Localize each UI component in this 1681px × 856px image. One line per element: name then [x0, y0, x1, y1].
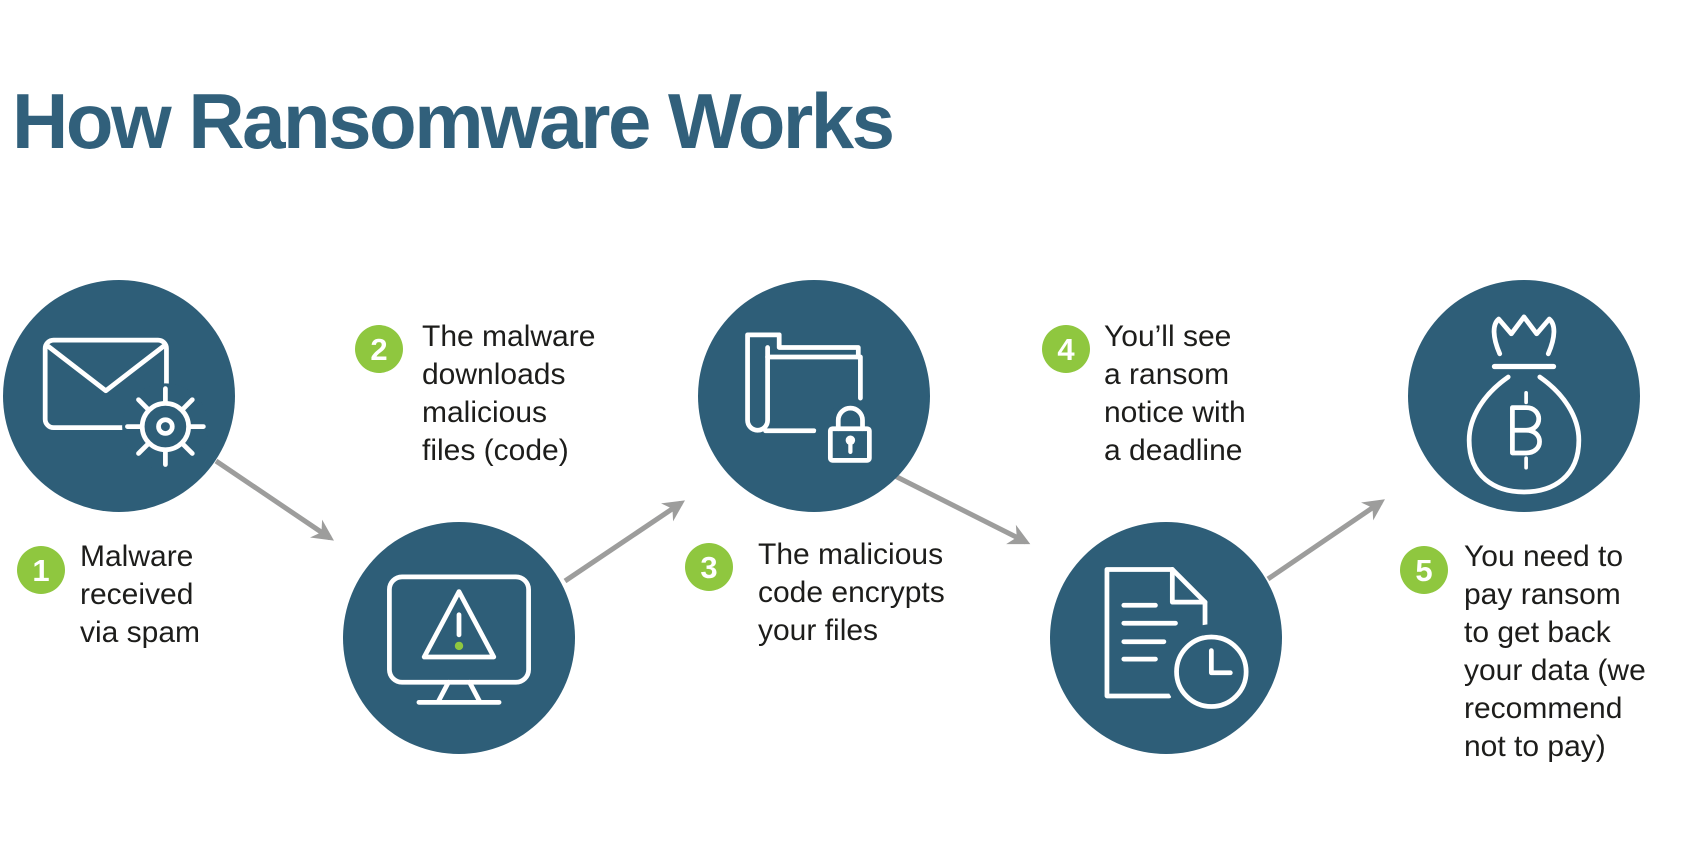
caption-line: your files: [758, 614, 879, 647]
step-number: 5: [1415, 552, 1433, 588]
step-4-circle: [1050, 522, 1282, 754]
step-1-caption: Malware received via spam: [80, 538, 200, 652]
step-number: 1: [32, 552, 50, 588]
caption-line: You’ll see: [1104, 320, 1232, 353]
money-bag-bitcoin-icon: [1408, 280, 1640, 512]
step-3-circle: [698, 280, 930, 512]
step-5-caption: You need to pay ransom to get back your …: [1464, 538, 1646, 766]
caption-line: a deadline: [1104, 434, 1243, 467]
monitor-warning-icon: [343, 522, 575, 754]
step-5-number-badge: 5: [1400, 546, 1448, 594]
step-number: 3: [700, 549, 718, 585]
step-1-number-badge: 1: [17, 546, 65, 594]
caption-line: notice with: [1104, 396, 1246, 429]
caption-line: malicious: [422, 396, 548, 429]
envelope-virus-icon: [3, 280, 235, 512]
step-1-circle: [3, 280, 235, 512]
flow-arrow-2: [563, 500, 685, 584]
step-5-circle: [1408, 280, 1640, 512]
caption-line: not to pay): [1464, 730, 1606, 763]
step-4-caption: You’ll see a ransom notice with a deadli…: [1104, 318, 1246, 470]
caption-line: downloads: [422, 358, 566, 391]
caption-line: pay ransom: [1464, 578, 1621, 611]
step-4-number-badge: 4: [1042, 325, 1090, 373]
page-title: How Ransomware Works: [12, 77, 895, 165]
caption-line: your data (we: [1464, 654, 1646, 687]
step-3-number-badge: 3: [685, 543, 733, 591]
caption-line: a ransom: [1104, 358, 1230, 391]
caption-line: code encrypts: [758, 576, 945, 609]
caption-line: to get back: [1464, 616, 1611, 649]
step-2-number-badge: 2: [355, 325, 403, 373]
step-number: 4: [1057, 331, 1075, 367]
step-2-caption: The malware downloads malicious files (c…: [422, 318, 595, 470]
flow-arrow-4: [1266, 499, 1385, 582]
caption-line: via spam: [80, 616, 201, 649]
document-clock-icon: [1050, 522, 1282, 754]
step-3-caption: The malicious code encrypts your files: [758, 536, 945, 650]
warning-dot: [454, 641, 464, 651]
folder-lock-icon: [698, 280, 930, 512]
caption-line: The malicious: [758, 538, 944, 571]
caption-line: You need to: [1464, 540, 1624, 573]
caption-line: files (code): [422, 434, 569, 467]
caption-line: The malware: [422, 320, 596, 353]
caption-line: Malware: [80, 540, 194, 573]
caption-line: received: [80, 578, 194, 611]
step-2-circle: [343, 522, 575, 754]
step-number: 2: [370, 331, 388, 367]
caption-line: recommend: [1464, 692, 1623, 725]
